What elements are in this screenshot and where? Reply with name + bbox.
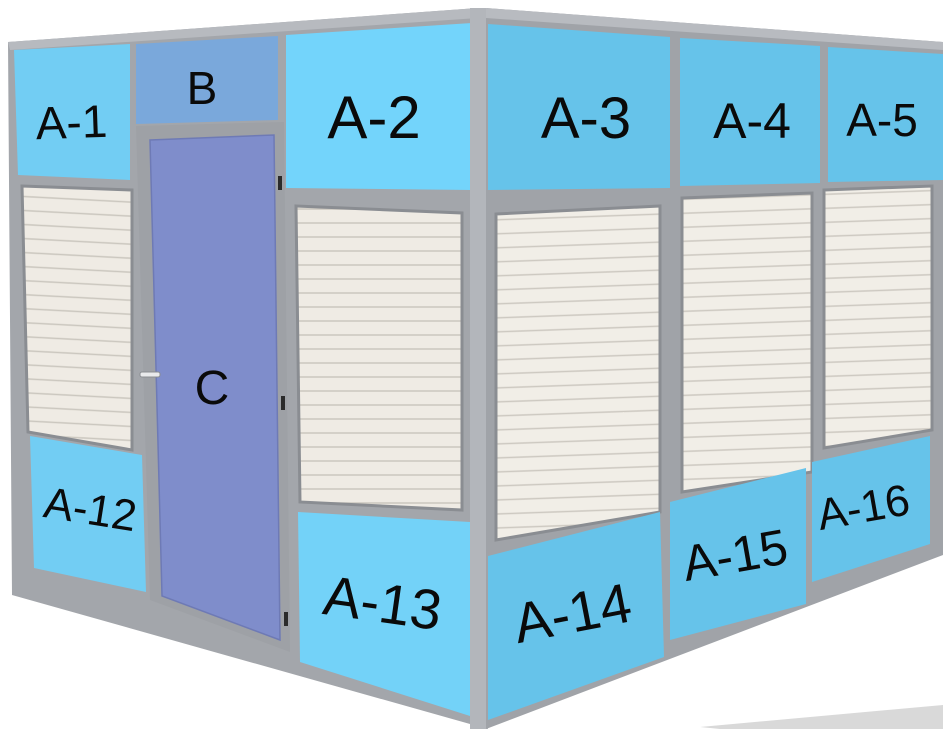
label-a4: A-4 (713, 93, 791, 149)
corner-post (470, 8, 488, 729)
louver-left-1 (20, 184, 134, 452)
label-a5: A-5 (846, 94, 918, 146)
label-c: C (195, 362, 230, 415)
panel-a1 (14, 44, 130, 180)
left-wall-top-rail (8, 8, 478, 50)
panel-a15 (670, 468, 806, 640)
panel-a14 (488, 512, 664, 720)
door-hinge (278, 176, 282, 190)
panel-c-door (149, 134, 281, 642)
panel-a2 (286, 23, 472, 190)
louver-a3 (494, 204, 662, 542)
louver-a4 (680, 191, 814, 494)
label-b: B (187, 62, 218, 114)
panel-a16 (812, 436, 930, 582)
panel-a13 (298, 512, 470, 716)
louver-a2 (294, 204, 464, 512)
panel-a4 (680, 38, 820, 186)
door-handle (139, 371, 161, 378)
door-hinge (281, 396, 285, 410)
floor-shadow (700, 705, 943, 729)
label-a2: A-2 (327, 84, 420, 151)
label-a1: A-1 (35, 95, 108, 149)
panel-a3 (488, 24, 670, 190)
louver-a5 (822, 184, 934, 450)
panel-a5 (828, 47, 943, 182)
panel-a12 (30, 436, 146, 592)
door-hinge (284, 612, 288, 626)
label-a3: A-3 (541, 86, 631, 151)
panel-b (136, 36, 278, 124)
right-wall-top-rail (486, 8, 943, 50)
